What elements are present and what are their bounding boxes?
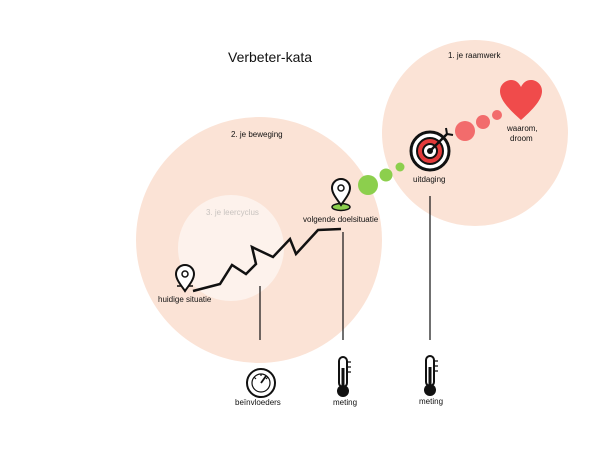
why-dream-line1: waarom, — [506, 124, 538, 133]
gauge-icon — [246, 368, 276, 398]
why-dream-line2: droom — [510, 134, 533, 143]
learning-cycle-label: 3. je leercyclus — [206, 208, 259, 217]
target-icon — [409, 127, 454, 172]
thermometer-icon-1 — [337, 356, 351, 397]
dot-green-medium — [379, 168, 393, 182]
challenge-label: uitdaging — [413, 175, 445, 184]
current-label: huidige situatie — [158, 295, 212, 304]
next-target-pin-icon — [330, 177, 352, 212]
thermometer-icon-2 — [424, 355, 438, 396]
current-pin-icon — [174, 263, 196, 293]
dot-green-small — [395, 162, 405, 172]
learning-cycle-circle — [178, 195, 284, 301]
improvement-path — [192, 227, 342, 293]
measure-label-1: meting — [333, 398, 357, 407]
dot-red-medium — [476, 115, 490, 129]
framework-label: 1. je raamwerk — [448, 51, 501, 60]
movement-label: 2. je beweging — [231, 130, 283, 139]
heart-icon — [500, 80, 542, 120]
framework-circle — [382, 40, 568, 226]
dot-green-large — [358, 175, 378, 195]
dot-red-large — [455, 121, 475, 141]
influencers-label: beïnvloeders — [235, 398, 281, 407]
dot-red-small — [492, 110, 502, 120]
diagram-title: Verbeter-kata — [228, 49, 312, 65]
measure-label-2: meting — [419, 397, 443, 406]
next-target-label: volgende doelsituatie — [303, 215, 379, 224]
